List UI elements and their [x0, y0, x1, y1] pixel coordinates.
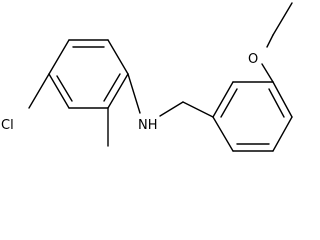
- amine-atom-label: NH: [138, 118, 158, 133]
- ether-bond-ethyl: [266, 34, 274, 48]
- ring-double-bond: [268, 88, 285, 118]
- ring-bond: [212, 116, 234, 152]
- chlorine-atom-label: Cl: [1, 118, 14, 133]
- ring-bond: [272, 116, 293, 152]
- chemical-structure: Cl NH O: [1, 2, 293, 152]
- amine-bond-left: [127, 73, 141, 114]
- ring-bond: [48, 73, 70, 109]
- ring-double-bond: [103, 73, 121, 102]
- left-benzene-ring: [48, 39, 129, 109]
- ring-bond: [48, 39, 70, 75]
- ethyl-bond: [272, 2, 293, 36]
- benzyl-bond: [182, 101, 214, 118]
- ring-bond: [212, 81, 234, 118]
- amine-bond-right: [159, 101, 184, 117]
- ring-bond: [107, 39, 129, 75]
- ring-double-bond: [56, 75, 73, 102]
- ring-bond: [272, 81, 293, 118]
- oxygen-atom-label: O: [248, 52, 258, 67]
- ether-bond-ring: [261, 63, 274, 83]
- chloro-bond: [28, 73, 50, 109]
- ring-bond: [107, 73, 129, 109]
- right-benzene-ring: [212, 81, 293, 152]
- ring-double-bond: [220, 88, 238, 118]
